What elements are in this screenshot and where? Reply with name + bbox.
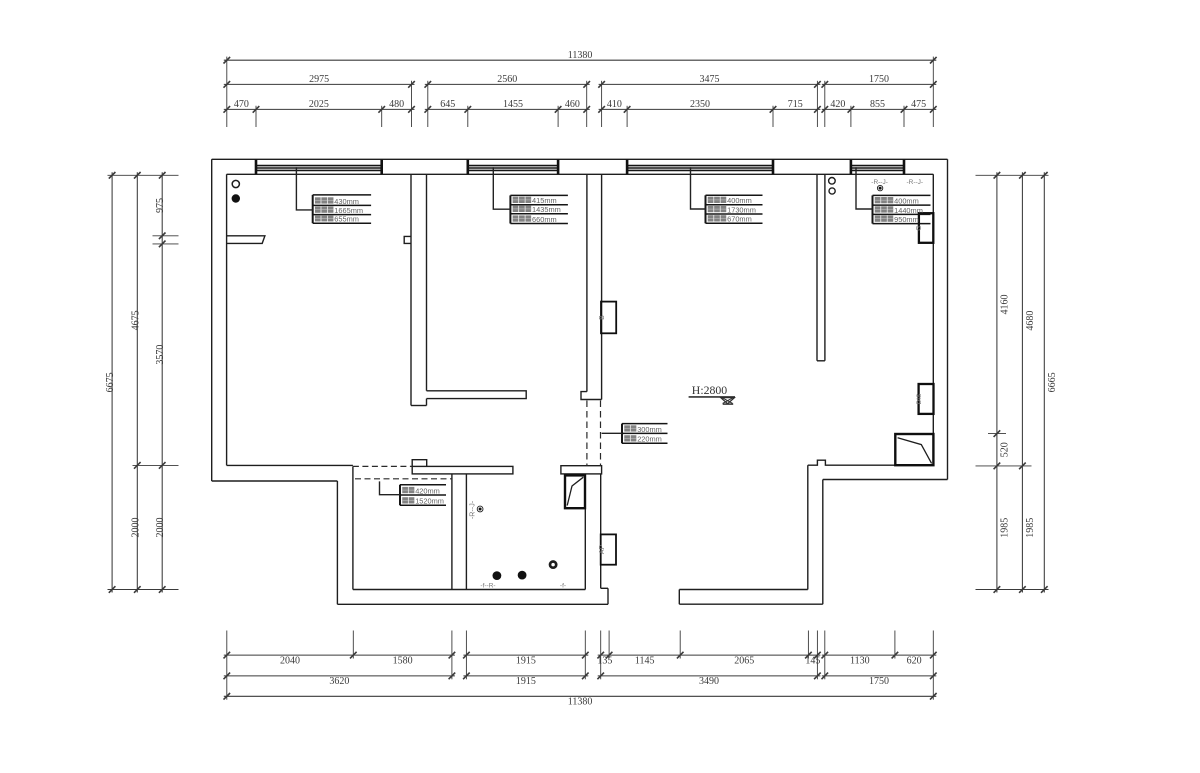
- svg-text:1665mm: 1665mm: [334, 206, 363, 215]
- svg-text:400mm: 400mm: [727, 196, 752, 205]
- svg-text:11380: 11380: [568, 697, 593, 708]
- svg-text:975: 975: [155, 198, 166, 213]
- svg-text:2025: 2025: [309, 99, 329, 110]
- svg-text:2040: 2040: [280, 655, 300, 666]
- svg-text:1145: 1145: [635, 655, 655, 666]
- svg-text:-f--R-: -f--R-: [480, 583, 495, 590]
- svg-text:1730mm: 1730mm: [727, 205, 756, 214]
- svg-text:660mm: 660mm: [532, 215, 557, 224]
- svg-text:1520mm: 1520mm: [415, 497, 444, 506]
- svg-text:950mm: 950mm: [894, 215, 919, 224]
- svg-text:1750: 1750: [869, 676, 889, 687]
- svg-text:1455: 1455: [503, 99, 523, 110]
- svg-text:1750: 1750: [869, 74, 889, 85]
- svg-text:B: B: [599, 315, 606, 320]
- svg-text:520: 520: [999, 442, 1010, 457]
- svg-text:470: 470: [234, 99, 249, 110]
- svg-text:415mm: 415mm: [532, 196, 557, 205]
- svg-text:1985: 1985: [1025, 518, 1036, 538]
- svg-text:-f-: -f-: [560, 583, 566, 590]
- svg-text:715: 715: [788, 99, 803, 110]
- svg-text:2560: 2560: [497, 74, 517, 85]
- svg-text:AP: AP: [599, 545, 606, 555]
- svg-text:645: 645: [440, 99, 455, 110]
- svg-text:410: 410: [607, 99, 622, 110]
- svg-text:1130: 1130: [850, 655, 870, 666]
- svg-text:4675: 4675: [130, 310, 141, 330]
- svg-text:1915: 1915: [516, 676, 536, 687]
- svg-text:6665: 6665: [1047, 372, 1058, 392]
- svg-text:220mm: 220mm: [637, 435, 662, 444]
- svg-text:420: 420: [830, 99, 845, 110]
- svg-text:400mm: 400mm: [894, 197, 919, 206]
- svg-text:855: 855: [870, 99, 885, 110]
- svg-text:2065: 2065: [734, 655, 754, 666]
- svg-text:DIS: DIS: [916, 393, 923, 405]
- svg-text:11380: 11380: [568, 50, 593, 61]
- svg-text:420mm: 420mm: [415, 486, 440, 495]
- svg-text:3570: 3570: [155, 345, 166, 365]
- svg-text:-R--J-: -R--J-: [906, 179, 923, 186]
- svg-text:4680: 4680: [1025, 311, 1036, 331]
- svg-text:1915: 1915: [516, 655, 536, 666]
- svg-text:2000: 2000: [155, 517, 166, 537]
- svg-text:3475: 3475: [700, 74, 720, 85]
- svg-text:-R--J-: -R--J-: [467, 500, 476, 519]
- svg-text:1440mm: 1440mm: [894, 206, 923, 215]
- svg-text:2000: 2000: [130, 517, 141, 537]
- svg-text:6675: 6675: [105, 372, 116, 392]
- svg-text:475: 475: [911, 99, 926, 110]
- svg-text:135: 135: [597, 655, 612, 666]
- svg-text:300mm: 300mm: [637, 425, 662, 434]
- svg-text:3490: 3490: [699, 676, 719, 687]
- svg-text:1985: 1985: [999, 518, 1010, 538]
- svg-text:G: G: [916, 225, 923, 230]
- svg-text:430mm: 430mm: [334, 197, 359, 206]
- svg-text:3620: 3620: [329, 676, 349, 687]
- svg-text:-R--J-: -R--J-: [871, 179, 888, 186]
- svg-text:460: 460: [565, 99, 580, 110]
- svg-text:620: 620: [907, 655, 922, 666]
- svg-text:145: 145: [805, 655, 820, 666]
- svg-text:1435mm: 1435mm: [532, 205, 561, 214]
- svg-text:2975: 2975: [309, 74, 329, 85]
- svg-text:H:2800: H:2800: [692, 383, 727, 397]
- svg-text:670mm: 670mm: [727, 215, 752, 224]
- svg-text:1580: 1580: [393, 655, 413, 666]
- svg-text:4160: 4160: [999, 294, 1010, 314]
- svg-text:480: 480: [389, 99, 404, 110]
- svg-text:655mm: 655mm: [334, 215, 359, 224]
- svg-text:2350: 2350: [690, 99, 710, 110]
